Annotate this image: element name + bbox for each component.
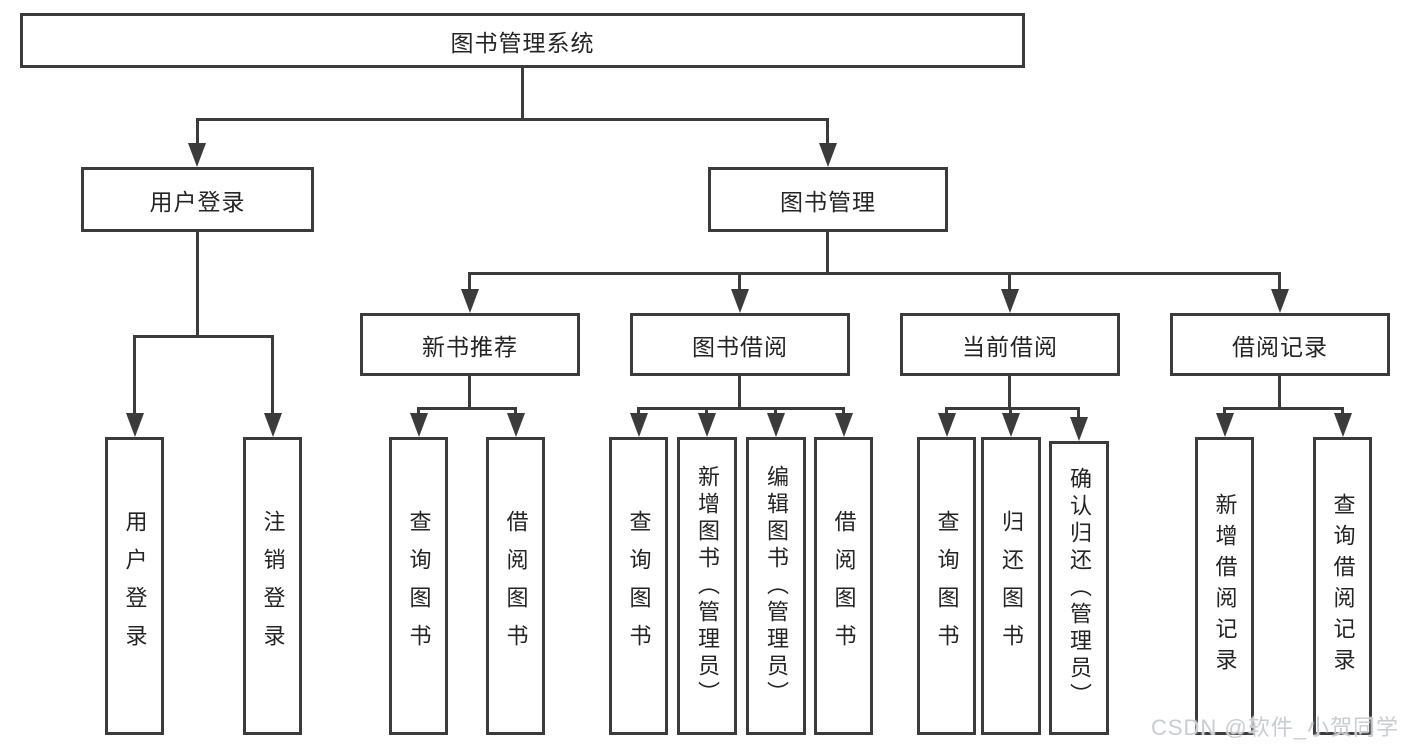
connector-arrowhead [188,143,206,167]
connector-arrowhead [1070,417,1088,441]
leaf-add-books-admin: 新增图书（管理员） [677,437,737,735]
node-library-management-system: 图书管理系统 [20,13,1025,68]
connector-arrowhead [264,413,282,437]
connector-line [417,407,517,410]
connector-arrowhead [1271,289,1289,313]
connector-line [1341,407,1344,417]
connector-arrowhead [835,413,853,437]
node-book-management: 图书管理 [708,167,948,232]
connector-arrowhead [126,413,144,437]
leaf-query-borrow-record: 查询借阅记录 [1313,437,1372,735]
node-borrowing-records: 借阅记录 [1170,313,1390,376]
connector-line [196,118,199,146]
node-current-borrowing: 当前借阅 [900,313,1120,376]
connector-line [705,407,708,417]
connector-line [514,407,517,417]
leaf-query-books: 查询图书 [389,437,448,735]
connector-arrowhead [731,289,749,313]
leaf-query-books: 查询图书 [609,437,668,735]
connector-line [842,407,845,417]
connector-arrowhead [1216,413,1234,437]
leaf-edit-books-admin: 编辑图书（管理员） [746,437,806,735]
connector-line [774,407,777,417]
connector-line [1223,407,1344,410]
leaf-add-borrow-record: 新增借阅记录 [1195,437,1254,735]
connector-arrowhead [938,413,956,437]
node-user-login: 用户登录 [81,167,314,232]
connector-line [1077,407,1080,419]
connector-arrowhead [461,289,479,313]
connector-arrowhead [1001,289,1019,313]
leaf-query-books: 查询图书 [917,437,976,735]
leaf-borrow-books: 借阅图书 [814,437,873,735]
connector-line [1008,272,1011,292]
connector-line [196,232,199,335]
connector-line [133,335,274,338]
connector-line [417,407,420,417]
connector-line [468,376,471,407]
connector-arrowhead [698,413,716,437]
connector-line [826,118,829,146]
connector-line [945,407,1080,410]
connector-line [133,335,136,415]
leaf-confirm-return-admin: 确认归还（管理员） [1049,441,1109,735]
node-new-book-recommend: 新书推荐 [360,313,580,376]
connector-arrowhead [1002,413,1020,437]
leaf-borrow-books: 借阅图书 [486,437,545,735]
connector-line [738,272,741,292]
node-book-borrowing: 图书借阅 [630,313,850,376]
connector-line [468,272,471,292]
connector-line [196,118,829,121]
connector-line [1009,407,1012,417]
connector-arrowhead [1334,413,1352,437]
connector-line [521,68,524,118]
leaf-return-books: 归还图书 [981,437,1041,735]
connector-line [1223,407,1226,417]
connector-line [826,232,829,272]
connector-arrowhead [819,143,837,167]
connector-line [1278,376,1281,407]
connector-line [637,407,845,410]
connector-line [637,407,640,417]
connector-line [271,335,274,415]
connector-line [468,272,1281,275]
connector-line [1278,272,1281,292]
connector-line [1008,376,1011,407]
connector-line [738,376,741,407]
connector-arrowhead [507,413,525,437]
connector-arrowhead [767,413,785,437]
leaf-logout: 注销登录 [243,437,302,735]
connector-line [945,407,948,417]
connector-arrowhead [410,413,428,437]
connector-arrowhead [630,413,648,437]
leaf-user-login: 用户登录 [105,437,164,735]
